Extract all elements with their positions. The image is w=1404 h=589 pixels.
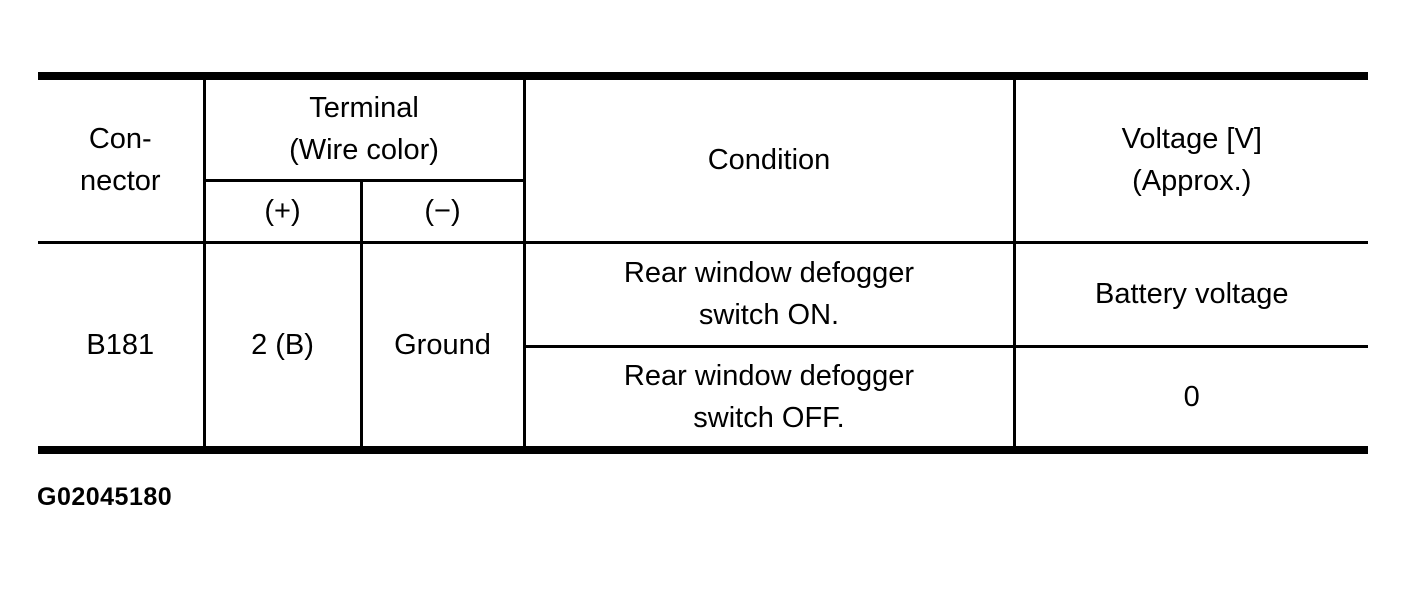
cell-voltage-off: 0 [1012, 344, 1368, 452]
cell-condition-on: Rear window defogger switch ON. [522, 240, 1016, 348]
header-connector: Con- nector [38, 74, 206, 244]
voltage-reference-table: Con- nector Terminal (Wire color) Condit… [38, 72, 1368, 454]
table-row: Rear window defogger switch OFF. 0 [38, 344, 1368, 452]
figure-id: G02045180 [37, 483, 173, 511]
cell-terminal-minus: Ground [359, 240, 526, 452]
table-row: B181 2 (B) Ground Rear window defogger s… [38, 240, 1368, 452]
cell-condition-off: Rear window defogger switch OFF. [522, 344, 1016, 452]
cell-voltage-on: Battery voltage [1012, 240, 1368, 348]
cell-connector: B181 [38, 240, 206, 452]
header-terminal-plus: (+) [202, 178, 363, 244]
cell-terminal-plus: 2 (B) [202, 240, 363, 452]
header-condition: Condition [522, 74, 1016, 244]
header-voltage: Voltage [V] (Approx.) [1012, 74, 1368, 244]
header-terminal-group: Terminal (Wire color) [202, 74, 526, 182]
header-terminal-minus: (−) [359, 178, 526, 244]
